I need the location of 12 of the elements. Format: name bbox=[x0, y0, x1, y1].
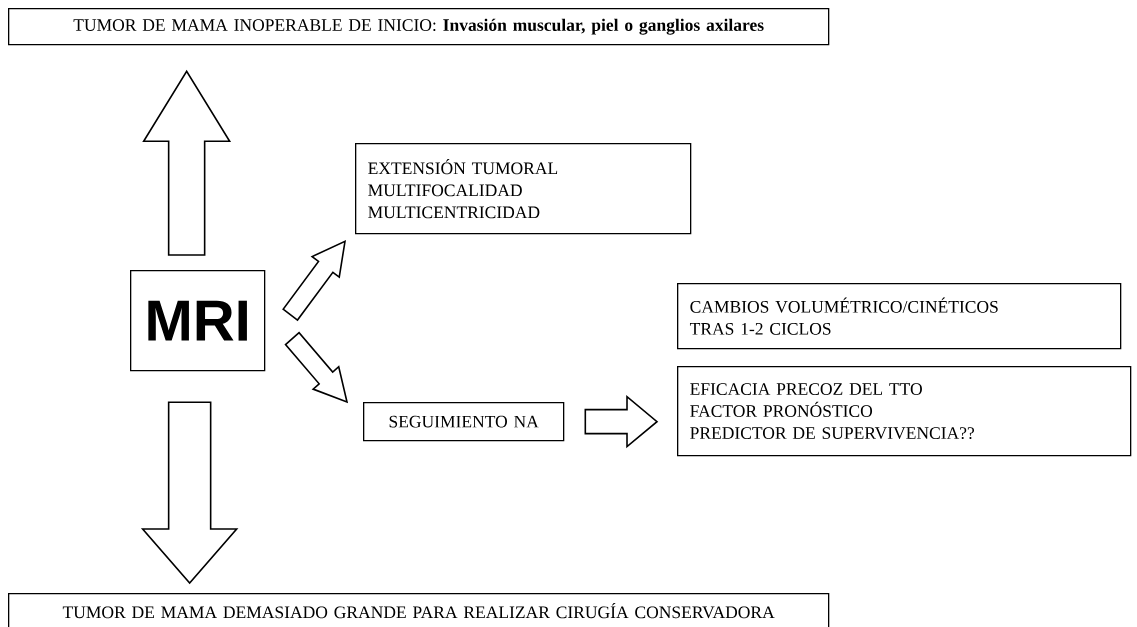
heading-box: TUMOR DE MAMA DEMASIADO GRANDE PARA REALIZAR CIRUGÍA CONSERVADORA bbox=[8, 593, 830, 627]
block-arrow bbox=[140, 401, 239, 585]
text-box: SEGUIMIENTO NA bbox=[363, 402, 565, 442]
block-arrow bbox=[142, 69, 232, 256]
heading-box: TUMOR DE MAMA INOPERABLE DE INICIO: Invasión muscular, piel o ganglios axilares bbox=[8, 8, 830, 46]
text-box: EFICACIA PRECOZ DEL TTO FACTOR PRONÓSTICO PREDICTOR DE SUPERVIVENCIA?? bbox=[677, 366, 1132, 457]
label-box: MRI bbox=[130, 270, 266, 372]
block-arrow bbox=[284, 331, 349, 404]
text-box: CAMBIOS VOLUMÉTRICO/CINÉTICOS TRAS 1-2 CICLOS bbox=[677, 283, 1122, 350]
text-box: EXTENSIÓN TUMORAL MULTIFOCALIDAD MULTICENTRICIDAD bbox=[355, 143, 692, 235]
block-arrow bbox=[584, 394, 659, 449]
block-arrow bbox=[282, 239, 347, 322]
